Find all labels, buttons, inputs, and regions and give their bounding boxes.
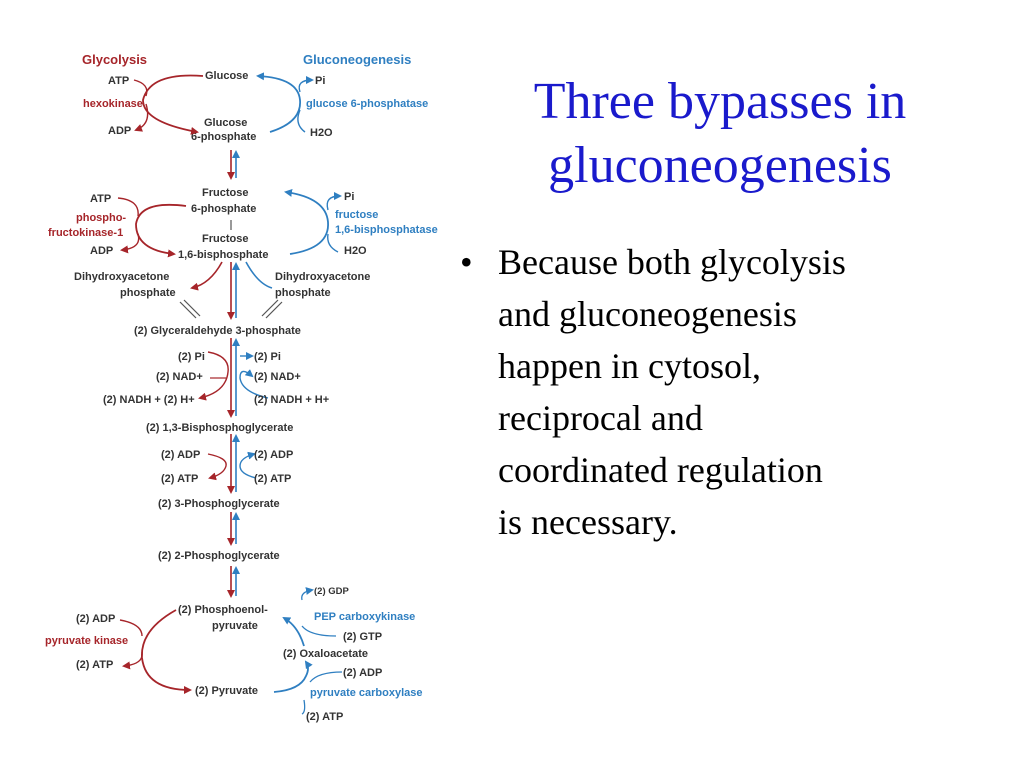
glycolysis-header: Glycolysis xyxy=(82,52,147,67)
adp-right: (2) ADP xyxy=(254,449,293,461)
f6p-label-1: Fructose xyxy=(202,187,248,199)
pyruvate-label: (2) Pyruvate xyxy=(195,685,258,697)
dhap-left-2: phosphate xyxy=(120,287,176,299)
slide-title: Three bypasses in gluconeogenesis xyxy=(460,70,980,198)
pfk1-label-1: phospho- xyxy=(76,212,126,224)
adp-label-2: ADP xyxy=(90,245,113,257)
pep-label-2: pyruvate xyxy=(212,620,258,632)
bullet-line-6: is necessary. xyxy=(498,502,678,542)
pyruvate-carboxylase-arc xyxy=(273,660,313,693)
nad-right: (2) NAD+ xyxy=(254,371,301,383)
hexokinase-arc xyxy=(142,74,204,135)
gdp-label: (2) GDP xyxy=(314,586,350,597)
pi-label-2: Pi xyxy=(344,191,354,203)
pyruvate-carboxylase-label: pyruvate carboxylase xyxy=(310,687,423,699)
pg2-label: (2) 2-Phosphoglycerate xyxy=(158,550,280,562)
dhap-right-1: Dihydroxyacetone xyxy=(275,271,370,283)
pyruvate-kinase-label: pyruvate kinase xyxy=(45,635,128,647)
pepck-label: PEP carboxykinase xyxy=(314,611,415,623)
glycolysis-gluconeogenesis-diagram: Glycolysis Gluconeogenesis Glucose Gluco… xyxy=(45,52,438,723)
adp-label-3: (2) ADP xyxy=(76,613,115,625)
pi-left: (2) Pi xyxy=(178,351,205,363)
pyruvate-kinase-arc xyxy=(141,609,192,694)
atp-label-2: ATP xyxy=(90,193,111,205)
nadh-right: (2) NADH + H+ xyxy=(254,394,329,406)
nad-left: (2) NAD+ xyxy=(156,371,203,383)
fbpase-label-2: 1,6-bisphosphatase xyxy=(335,224,438,236)
title-line-2: gluconeogenesis xyxy=(548,137,892,194)
fbpase-arc xyxy=(284,188,329,255)
dhap-left-1: Dihydroxyacetone xyxy=(74,271,169,283)
pep-label-1: (2) Phosphoenol- xyxy=(178,604,268,616)
atp-label-1: ATP xyxy=(108,75,129,87)
glucose-label: Glucose xyxy=(205,70,248,82)
pg3-label: (2) 3-Phosphoglycerate xyxy=(158,498,280,510)
g6p-label-2: 6-phosphate xyxy=(191,131,256,143)
atp-left: (2) ATP xyxy=(161,473,198,485)
g6pase-arc xyxy=(256,72,301,133)
bullet-line-5: coordinated regulation xyxy=(498,450,823,490)
bullet-marker: • xyxy=(460,242,473,282)
central-pathway-arrows xyxy=(227,150,240,598)
bullet-line-2: and gluconeogenesis xyxy=(498,294,797,334)
nadh-left: (2) NADH + (2) H+ xyxy=(103,394,195,406)
h2o-label-1: H2O xyxy=(310,127,333,139)
pi-label-1: Pi xyxy=(315,75,325,87)
bullet-line-3: happen in cytosol, xyxy=(498,346,761,386)
gluconeogenesis-header: Gluconeogenesis xyxy=(303,52,411,67)
bullet-list: • Because both glycolysis and gluconeoge… xyxy=(458,236,958,548)
gap-label: (2) Glyceraldehyde 3-phosphate xyxy=(134,325,301,337)
pfk1-arc xyxy=(135,203,187,258)
gtp-label: (2) GTP xyxy=(343,631,382,643)
adp-label-1: ADP xyxy=(108,125,131,137)
h2o-label-2: H2O xyxy=(344,245,367,257)
pepck-arc xyxy=(282,617,305,647)
oaa-label: (2) Oxaloacetate xyxy=(283,648,368,660)
g6pase-label: glucose 6-phosphatase xyxy=(306,98,428,110)
bullet-item: • Because both glycolysis and gluconeoge… xyxy=(458,236,958,548)
atp-label-3: (2) ATP xyxy=(76,659,113,671)
adp-label-4: (2) ADP xyxy=(343,667,382,679)
bpg-label: (2) 1,3-Bisphosphoglycerate xyxy=(146,422,293,434)
fbp-label-2: 1,6-bisphosphate xyxy=(178,249,268,261)
pi-right: (2) Pi xyxy=(254,351,281,363)
pfk1-label-2: fructokinase-1 xyxy=(48,227,123,239)
adp-left: (2) ADP xyxy=(161,449,200,461)
title-line-1: Three bypasses in xyxy=(533,73,907,130)
fbp-label-1: Fructose xyxy=(202,233,248,245)
dhap-right-2: phosphate xyxy=(275,287,331,299)
f6p-label-2: 6-phosphate xyxy=(191,203,256,215)
bullet-line-4: reciprocal and xyxy=(498,398,703,438)
atp-right: (2) ATP xyxy=(254,473,291,485)
hexokinase-label: hexokinase xyxy=(83,98,143,110)
bullet-line-1: Because both glycolysis xyxy=(498,242,846,282)
g6p-label-1: Glucose xyxy=(204,117,247,129)
fbpase-label-1: fructose xyxy=(335,209,378,221)
atp-label-4: (2) ATP xyxy=(306,711,343,723)
